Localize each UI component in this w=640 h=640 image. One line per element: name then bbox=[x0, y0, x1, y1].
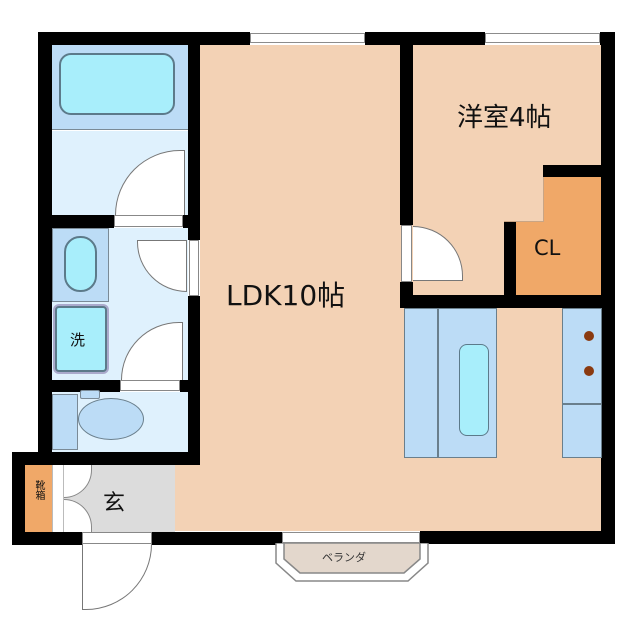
wall-entrance-left bbox=[12, 452, 25, 545]
wall-room-ldk-upper bbox=[400, 32, 413, 225]
wall-top-left bbox=[38, 32, 250, 45]
toilet-bowl bbox=[78, 398, 144, 440]
room-door-opening bbox=[401, 225, 412, 282]
closet-wall-left bbox=[504, 222, 516, 302]
refrigerator-space bbox=[562, 404, 602, 458]
bath-door-opening bbox=[114, 215, 183, 227]
toilet-tank bbox=[52, 394, 78, 450]
window-room-top bbox=[485, 33, 600, 43]
wall-bath-sink bbox=[52, 215, 114, 228]
entrance-door-opening bbox=[82, 532, 152, 544]
toilet-door-opening bbox=[120, 380, 180, 391]
bathtub bbox=[59, 53, 175, 115]
wash-basin bbox=[64, 236, 97, 292]
entrance-step bbox=[52, 465, 64, 532]
ldk-label: LDK10帖 bbox=[226, 279, 346, 312]
wall-sink-toilet bbox=[52, 380, 120, 392]
wall-right bbox=[601, 32, 615, 543]
stove-burner-2 bbox=[584, 366, 594, 376]
wall-sink-toilet-right bbox=[180, 380, 200, 392]
western-room-label: 洋室4帖 bbox=[457, 103, 552, 133]
ldk-floor-lower bbox=[175, 465, 205, 531]
wall-bottom-middle bbox=[152, 532, 282, 545]
wall-left bbox=[38, 32, 52, 465]
entrance-door[interactable] bbox=[82, 544, 152, 610]
wall-bottom-right bbox=[420, 531, 615, 544]
window-balcony[interactable] bbox=[282, 532, 420, 543]
entrance-label: 玄 bbox=[103, 491, 126, 516]
stove-burner-1 bbox=[584, 331, 594, 341]
balcony-label: ベランダ bbox=[322, 551, 366, 564]
shoe-box: 靴箱 bbox=[25, 465, 52, 532]
washer-label: 洗 bbox=[70, 331, 86, 349]
stove-counter bbox=[562, 308, 602, 404]
window-ldk-top bbox=[250, 33, 365, 43]
wall-wet-ldk-upper bbox=[188, 32, 200, 240]
balcony bbox=[275, 543, 429, 582]
closet-label: CL bbox=[534, 236, 561, 260]
closet-wall-top bbox=[543, 165, 615, 177]
washing-machine: 洗 bbox=[55, 306, 107, 372]
kitchen-sink bbox=[459, 344, 489, 436]
bathroom-door[interactable] bbox=[115, 150, 185, 215]
sink-door-opening bbox=[189, 240, 199, 296]
kitchen-island-left bbox=[404, 308, 438, 458]
wall-top-middle bbox=[365, 32, 485, 45]
shoe-box-label: 靴箱 bbox=[33, 480, 44, 500]
closet-step-floor bbox=[504, 177, 544, 222]
wall-bottom-left bbox=[12, 532, 82, 545]
toilet-tank-top bbox=[80, 390, 100, 399]
wall-toilet-bottom bbox=[12, 452, 200, 465]
